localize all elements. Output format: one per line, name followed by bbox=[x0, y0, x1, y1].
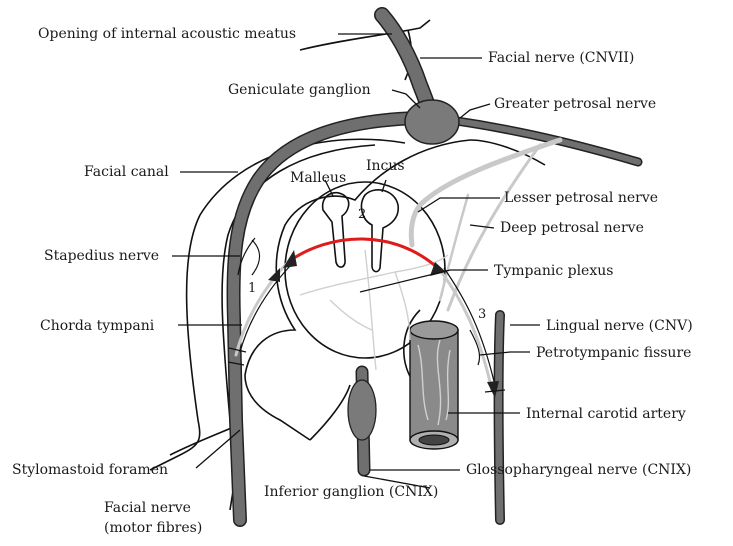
marker-2: 2 bbox=[358, 207, 366, 222]
label-lingual-nerve: Lingual nerve (CNV) bbox=[546, 318, 693, 334]
label-lesser-petrosal-nerve: Lesser petrosal nerve bbox=[504, 190, 658, 206]
marker-1: 1 bbox=[248, 281, 256, 296]
label-geniculate-ganglion: Geniculate ganglion bbox=[228, 82, 371, 98]
label-opening-internal-acoustic-meatus: Opening of internal acoustic meatus bbox=[38, 26, 296, 42]
label-facial-nerve-motor-line2: (motor fibres) bbox=[104, 520, 202, 536]
label-greater-petrosal-nerve: Greater petrosal nerve bbox=[494, 96, 656, 112]
marker-3: 3 bbox=[478, 307, 486, 322]
chorda-tympani-red-segment bbox=[288, 239, 440, 270]
label-facial-nerve-cnvii: Facial nerve (CNVII) bbox=[488, 50, 634, 66]
inferior-ganglion-shape bbox=[348, 380, 376, 440]
label-glossopharyngeal-nerve: Glossopharyngeal nerve (CNIX) bbox=[466, 462, 691, 478]
geniculate-ganglion-shape bbox=[405, 100, 459, 144]
label-facial-canal: Facial canal bbox=[84, 164, 169, 180]
label-facial-nerve-motor-line1: Facial nerve bbox=[104, 500, 191, 516]
label-deep-petrosal-nerve: Deep petrosal nerve bbox=[500, 220, 644, 236]
label-chorda-tympani: Chorda tympani bbox=[40, 318, 155, 334]
label-internal-carotid-artery: Internal carotid artery bbox=[526, 406, 686, 422]
label-petrotympanic-fissure: Petrotympanic fissure bbox=[536, 345, 691, 361]
label-inferior-ganglion: Inferior ganglion (CNIX) bbox=[264, 484, 438, 500]
label-tympanic-plexus: Tympanic plexus bbox=[494, 263, 613, 279]
ossicles bbox=[323, 190, 399, 272]
malleus-shape bbox=[323, 193, 349, 267]
incus-shape bbox=[361, 190, 398, 272]
label-malleus: Malleus bbox=[290, 170, 346, 186]
label-incus: Incus bbox=[366, 158, 405, 174]
label-stapedius-nerve: Stapedius nerve bbox=[44, 248, 159, 264]
internal-carotid-artery bbox=[410, 321, 458, 449]
label-stylomastoid-foramen: Stylomastoid foramen bbox=[12, 462, 168, 478]
